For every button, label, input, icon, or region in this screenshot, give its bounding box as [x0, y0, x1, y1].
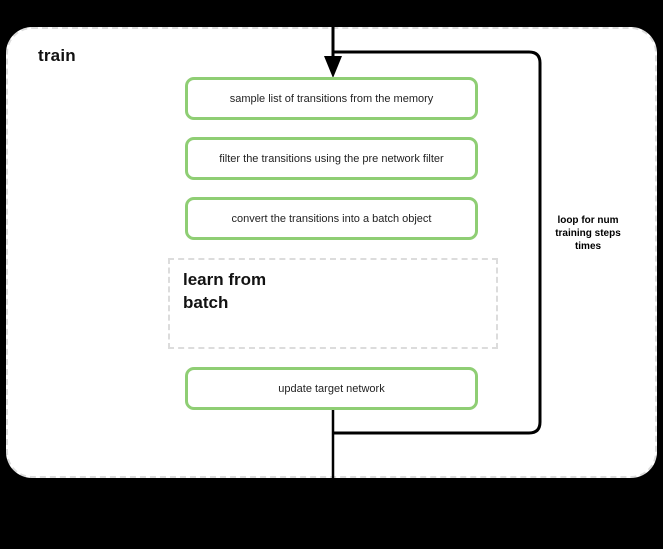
step-box-update-target-network[interactable]: update target network: [185, 367, 478, 410]
step-label: sample list of transitions from the memo…: [229, 92, 434, 105]
step-box-filter-transitions[interactable]: filter the transitions using the pre net…: [185, 137, 478, 180]
step-label: filter the transitions using the pre net…: [219, 152, 444, 165]
step-label: update target network: [278, 382, 385, 395]
step-label: convert the transitions into a batch obj…: [231, 212, 432, 225]
page-title: train: [38, 46, 76, 65]
loop-label: loop for num training steps times: [555, 215, 621, 252]
subprocess-learn-from-batch[interactable]: learn from batch: [168, 258, 498, 349]
subprocess-title: learn from batch: [183, 270, 267, 312]
step-box-convert-to-batch[interactable]: convert the transitions into a batch obj…: [185, 197, 478, 240]
step-box-sample-transitions[interactable]: sample list of transitions from the memo…: [185, 77, 478, 120]
